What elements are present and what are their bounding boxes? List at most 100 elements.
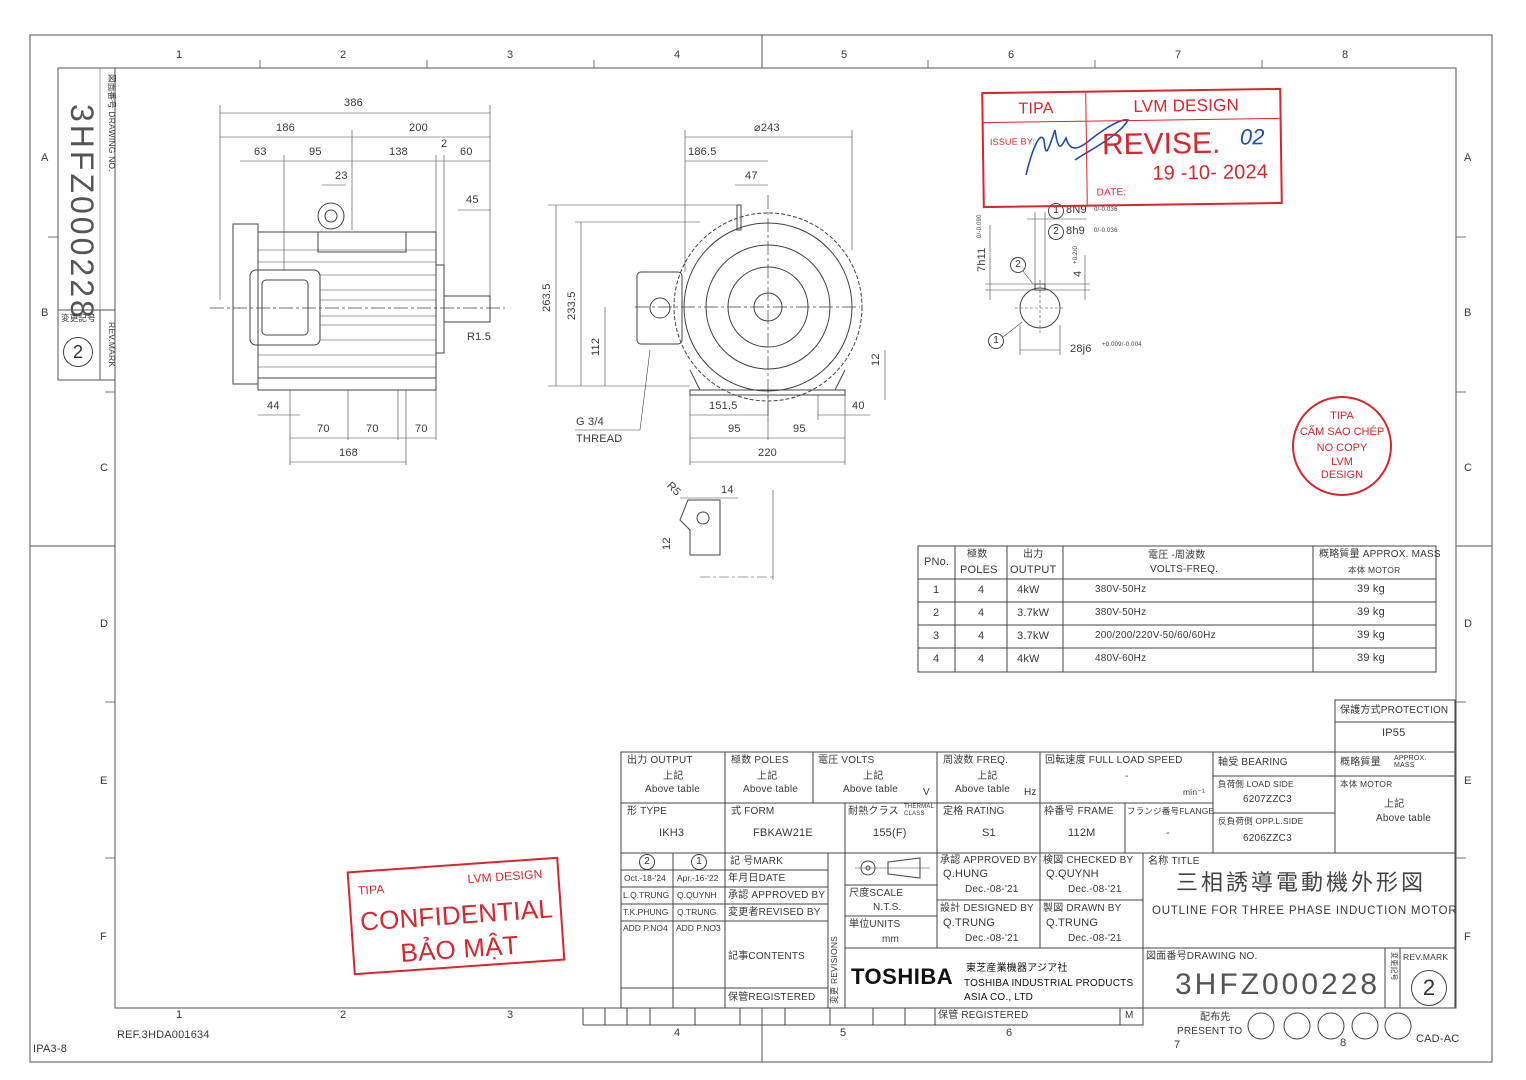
volts-value: Above table: [843, 784, 899, 795]
dimension-label: 14: [721, 484, 734, 496]
stamp-issue-by: ISSUE BY:: [989, 136, 1036, 147]
stamp-confidential: CONFIDENTIAL: [359, 893, 554, 937]
shaft-spec: 28j6: [1070, 343, 1092, 355]
mass-value: Above table: [1376, 813, 1432, 824]
row-label: A: [41, 152, 49, 164]
load-side-bearing: 6207ZZC3: [1243, 794, 1292, 805]
col-header-mass: 本体 MOTOR: [1348, 565, 1401, 575]
revise-stamp: TIPA LVM DESIGN ISSUE BY: REVISE. 02 19 …: [981, 87, 1283, 209]
dimension-label: 95: [309, 146, 322, 158]
row-label: D: [100, 618, 109, 630]
registered-label: 保管 REGISTERED: [938, 1010, 1029, 1021]
col-header-poles: POLES: [960, 564, 998, 576]
revision-mark: 1: [691, 854, 707, 870]
callout-1: 1: [988, 333, 1004, 349]
rev-mark-label: REV.MARK: [1403, 952, 1449, 962]
confidential-stamp: TIPA LVM DESIGN CONFIDENTIAL BẢO MẬT: [346, 856, 566, 976]
key-tol-1: 0/-0.036: [1094, 207, 1118, 213]
cell-pno: 2: [933, 607, 940, 619]
col-header-output-jp: 出力: [1023, 549, 1044, 560]
units-label: 単位UNITS: [849, 919, 901, 930]
side-rev-mark-label: REV.MARK: [107, 322, 117, 368]
dimension-label: 220: [758, 447, 777, 459]
dimension-label: 263.5: [541, 283, 553, 312]
dimension-label: 186.5: [688, 146, 717, 158]
sheet-code: IPA3-8: [33, 1043, 68, 1055]
stamp-company: TIPA: [1018, 100, 1054, 118]
speed-unit: min⁻¹: [1183, 787, 1206, 797]
callout-2: 2: [1048, 224, 1064, 240]
column-label: 5: [841, 49, 848, 61]
revised-label: 変更者REVISED BY: [728, 907, 821, 918]
cell-poles: 4: [978, 584, 985, 596]
revision-content: ADD P.NO3: [676, 923, 721, 933]
scale-label: 尺度SCALE: [849, 888, 904, 899]
designed-date: Dec.-08-'21: [965, 933, 1019, 944]
row-label: D: [1464, 618, 1473, 630]
volts-jouki: 上記: [863, 771, 884, 782]
revision-approver: Q.QUYNH: [677, 890, 717, 900]
side-drawing-no-label: 図面番号 DRAWING NO.: [107, 74, 117, 172]
speed-value: -: [1125, 771, 1129, 782]
column-label: 6: [1008, 49, 1015, 61]
dimension-label: 47: [745, 170, 758, 182]
column-label: 7: [1174, 1039, 1181, 1051]
type-value: IKH3: [659, 827, 685, 839]
column-label: 5: [840, 1027, 847, 1039]
column-label: 1: [176, 1009, 183, 1021]
rating-value: S1: [982, 827, 996, 839]
poles-value: Above table: [743, 784, 799, 795]
contents-label: 記事CONTENTS: [728, 951, 805, 962]
stamp-line: CẤM SAO CHÉP: [1299, 426, 1385, 438]
volts-label: 電圧 VOLTS: [818, 755, 875, 766]
col-header-mass-jp: 概略質量 APPROX. MASS: [1319, 549, 1441, 560]
stamp-revision-number: 02: [1239, 124, 1265, 150]
protection-label: 保護方式PROTECTION: [1340, 705, 1449, 716]
approved-by-label: 承認 APPROVED BY: [940, 855, 1038, 866]
load-side-label: 負荷側 LOAD SIDE: [1218, 779, 1294, 789]
checked-date: Dec.-08-'21: [1068, 884, 1122, 895]
col-header-volts: VOLTS-FREQ.: [1150, 564, 1219, 575]
drawn-date: Dec.-08-'21: [1068, 933, 1122, 944]
side-view-motor: [210, 105, 505, 465]
dimension-label: 186: [276, 122, 295, 134]
dimension-label: 138: [389, 146, 408, 158]
cell-output: 3.7kW: [1017, 630, 1050, 642]
mark-label: 記 号MARK: [730, 856, 784, 867]
freq-unit: Hz: [1024, 787, 1037, 798]
row-label: E: [100, 775, 108, 787]
column-label: 8: [1340, 1037, 1347, 1049]
row-label: C: [1464, 462, 1473, 474]
revision-date: Apr.-16-'22: [677, 873, 719, 883]
dimension-label: 95: [728, 423, 741, 435]
cad-code: CAD-AC: [1416, 1033, 1460, 1045]
cell-mass: 39 kg: [1357, 606, 1385, 618]
col-header-output: OUTPUT: [1010, 564, 1057, 576]
type-label: 形 TYPE: [627, 806, 668, 817]
stamp-designer: LVM DESIGN: [466, 866, 543, 887]
company-name-en: TOSHIBA INDUSTRIAL PRODUCTS: [964, 978, 1134, 989]
title-label: 名称 TITLE: [1148, 856, 1200, 867]
foot-hole-detail: [679, 490, 775, 580]
mass-jouki: 上記: [1384, 799, 1405, 810]
outer-border: [29, 34, 1493, 1063]
thermal-label: 耐熱クラス: [848, 806, 899, 817]
checked-by-label: 検図 CHECKED BY: [1043, 855, 1134, 866]
no-copy-stamp: TIPA CẤM SAO CHÉP NO COPY LVM DESIGN: [1292, 396, 1392, 496]
cell-volts: 380V-50Hz: [1095, 584, 1147, 595]
callout-2: 2: [1010, 257, 1026, 273]
cell-pno: 4: [933, 653, 940, 665]
stamp-line: DESIGN: [1320, 469, 1364, 481]
registered-label: 保管REGISTERED: [728, 992, 816, 1003]
revision-content: ADD P.NO4: [623, 923, 668, 933]
key-height-tol: 0/-0.090: [977, 214, 983, 238]
row-label: E: [1464, 775, 1472, 787]
dimension-label: 44: [267, 400, 280, 412]
shaft-tol: +0.009/-0.004: [1102, 342, 1142, 348]
dimension-label: 23: [335, 170, 348, 182]
volts-unit: V: [923, 787, 930, 798]
column-label: 7: [1175, 49, 1182, 61]
inner-border: [114, 67, 1457, 1009]
approved-date: Dec.-08-'21: [965, 884, 1019, 895]
side-rev-code-label: 変更記号: [61, 313, 96, 323]
